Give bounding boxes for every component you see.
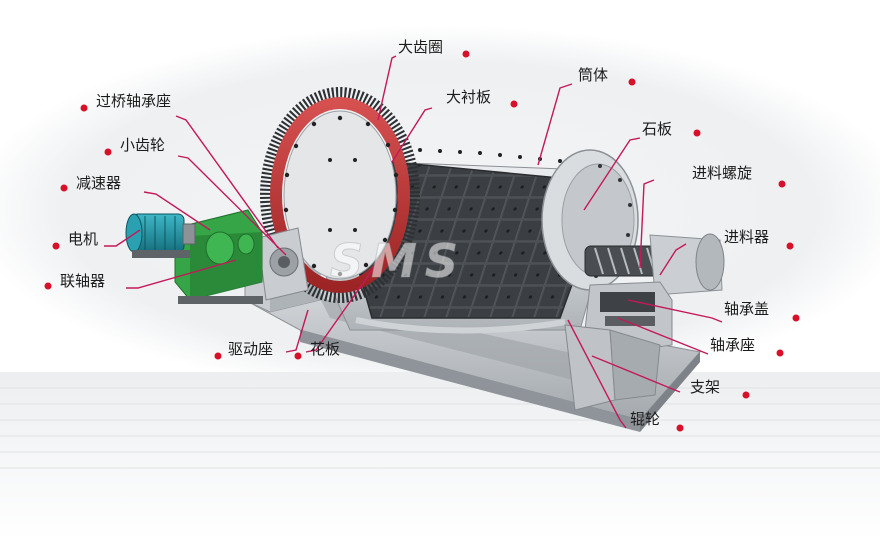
label-stone-plate: 石板 xyxy=(642,120,673,138)
floor-lines xyxy=(0,387,880,469)
big-gear-ring xyxy=(260,87,420,303)
label-large-liner: 大衬板 xyxy=(446,88,492,106)
label-feeder: 进料器 xyxy=(724,228,770,246)
label-bridge-bearing-seat: 过桥轴承座 xyxy=(96,92,172,110)
label-bearing-cover: 轴承盖 xyxy=(724,300,770,318)
reducer xyxy=(174,209,263,304)
label-cylinder: 筒体 xyxy=(578,66,609,84)
marker-dots xyxy=(44,50,800,432)
label-bearing-seat: 轴承座 xyxy=(710,336,756,354)
label-diaphragm-plate: 花板 xyxy=(310,340,341,358)
floor-shade xyxy=(0,372,880,540)
support-roller xyxy=(564,324,661,411)
label-roller: 辊轮 xyxy=(630,410,661,428)
label-motor: 电机 xyxy=(68,230,99,248)
feeder xyxy=(649,233,725,296)
coupling xyxy=(182,223,196,245)
watermark-text: SMS xyxy=(330,234,466,288)
feed-screw xyxy=(584,245,666,277)
pinion-assembly xyxy=(257,227,309,301)
label-big-gear-ring: 大齿圈 xyxy=(398,38,444,56)
label-reducer: 减速器 xyxy=(76,174,122,192)
motor xyxy=(125,213,190,258)
label-drive-seat: 驱动座 xyxy=(228,340,274,358)
leader-lines xyxy=(104,55,723,429)
label-coupling: 联轴器 xyxy=(60,272,106,290)
label-feed-screw: 进料螺旋 xyxy=(692,164,753,182)
label-pinion: 小齿轮 xyxy=(120,136,166,154)
label-support: 支架 xyxy=(690,378,721,396)
